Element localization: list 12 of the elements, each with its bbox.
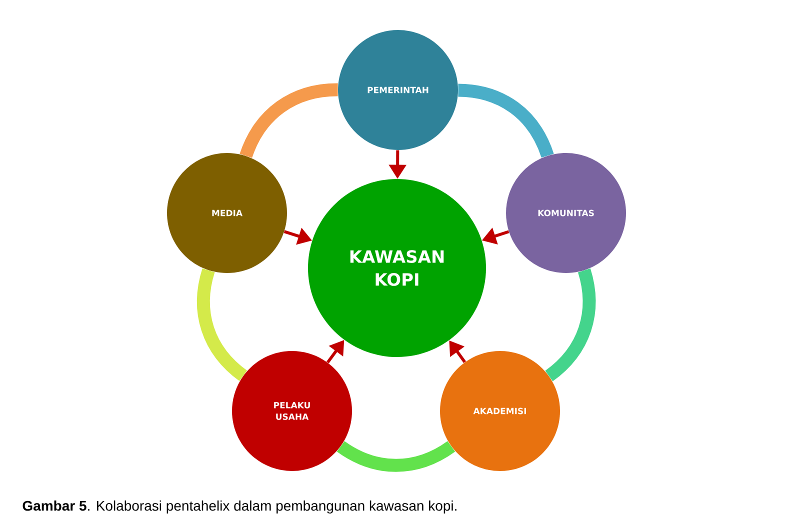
ring-arc bbox=[544, 268, 596, 382]
circle-node: KOMUNITAS bbox=[506, 153, 626, 273]
circle-node: PEMERINTAH bbox=[338, 30, 458, 150]
ring-arc bbox=[458, 84, 554, 158]
ring-arc bbox=[240, 83, 338, 158]
circle-node: KAWASAN KOPI bbox=[308, 179, 486, 357]
ring-arc bbox=[196, 268, 248, 381]
circle-node: AKADEMISI bbox=[440, 351, 560, 471]
circle-node: MEDIA bbox=[167, 153, 287, 273]
caption: Gambar 5. Kolaborasi pentahelix dalam pembangunan kawasan kopi. bbox=[22, 500, 456, 514]
circle-node: PELAKU USAHA bbox=[232, 351, 352, 471]
ring-arc bbox=[337, 440, 455, 472]
